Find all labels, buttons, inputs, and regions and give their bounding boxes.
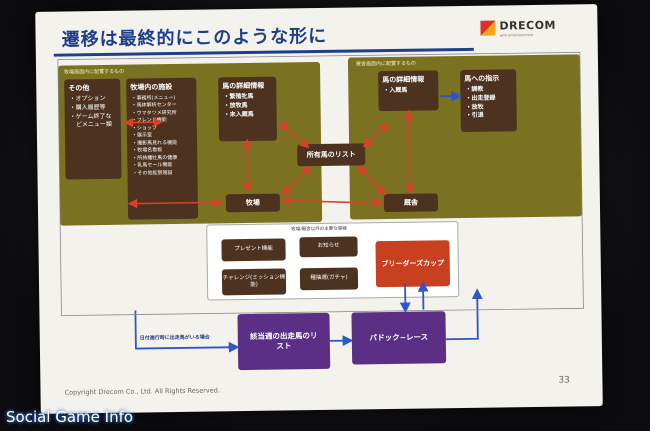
arrow-date-progress <box>134 310 240 353</box>
arrow-ranch-stable <box>280 195 384 208</box>
slide: 遷移は最終的にこのような形に DRECOM with entertainment… <box>35 4 603 414</box>
arrow-paddock-return <box>445 288 483 341</box>
arrow-detail-list <box>278 121 310 149</box>
arrow-detail-ranch <box>242 138 253 193</box>
watermark: Social Game Info <box>6 408 134 426</box>
main-outline <box>57 51 584 317</box>
flow-arrows <box>57 51 584 353</box>
arrow-ranch-list <box>281 165 312 195</box>
arrow-list-stable <box>357 165 386 196</box>
arrow-stable-detail-stable <box>403 109 415 194</box>
arrow-list-stable-detail <box>362 122 390 148</box>
